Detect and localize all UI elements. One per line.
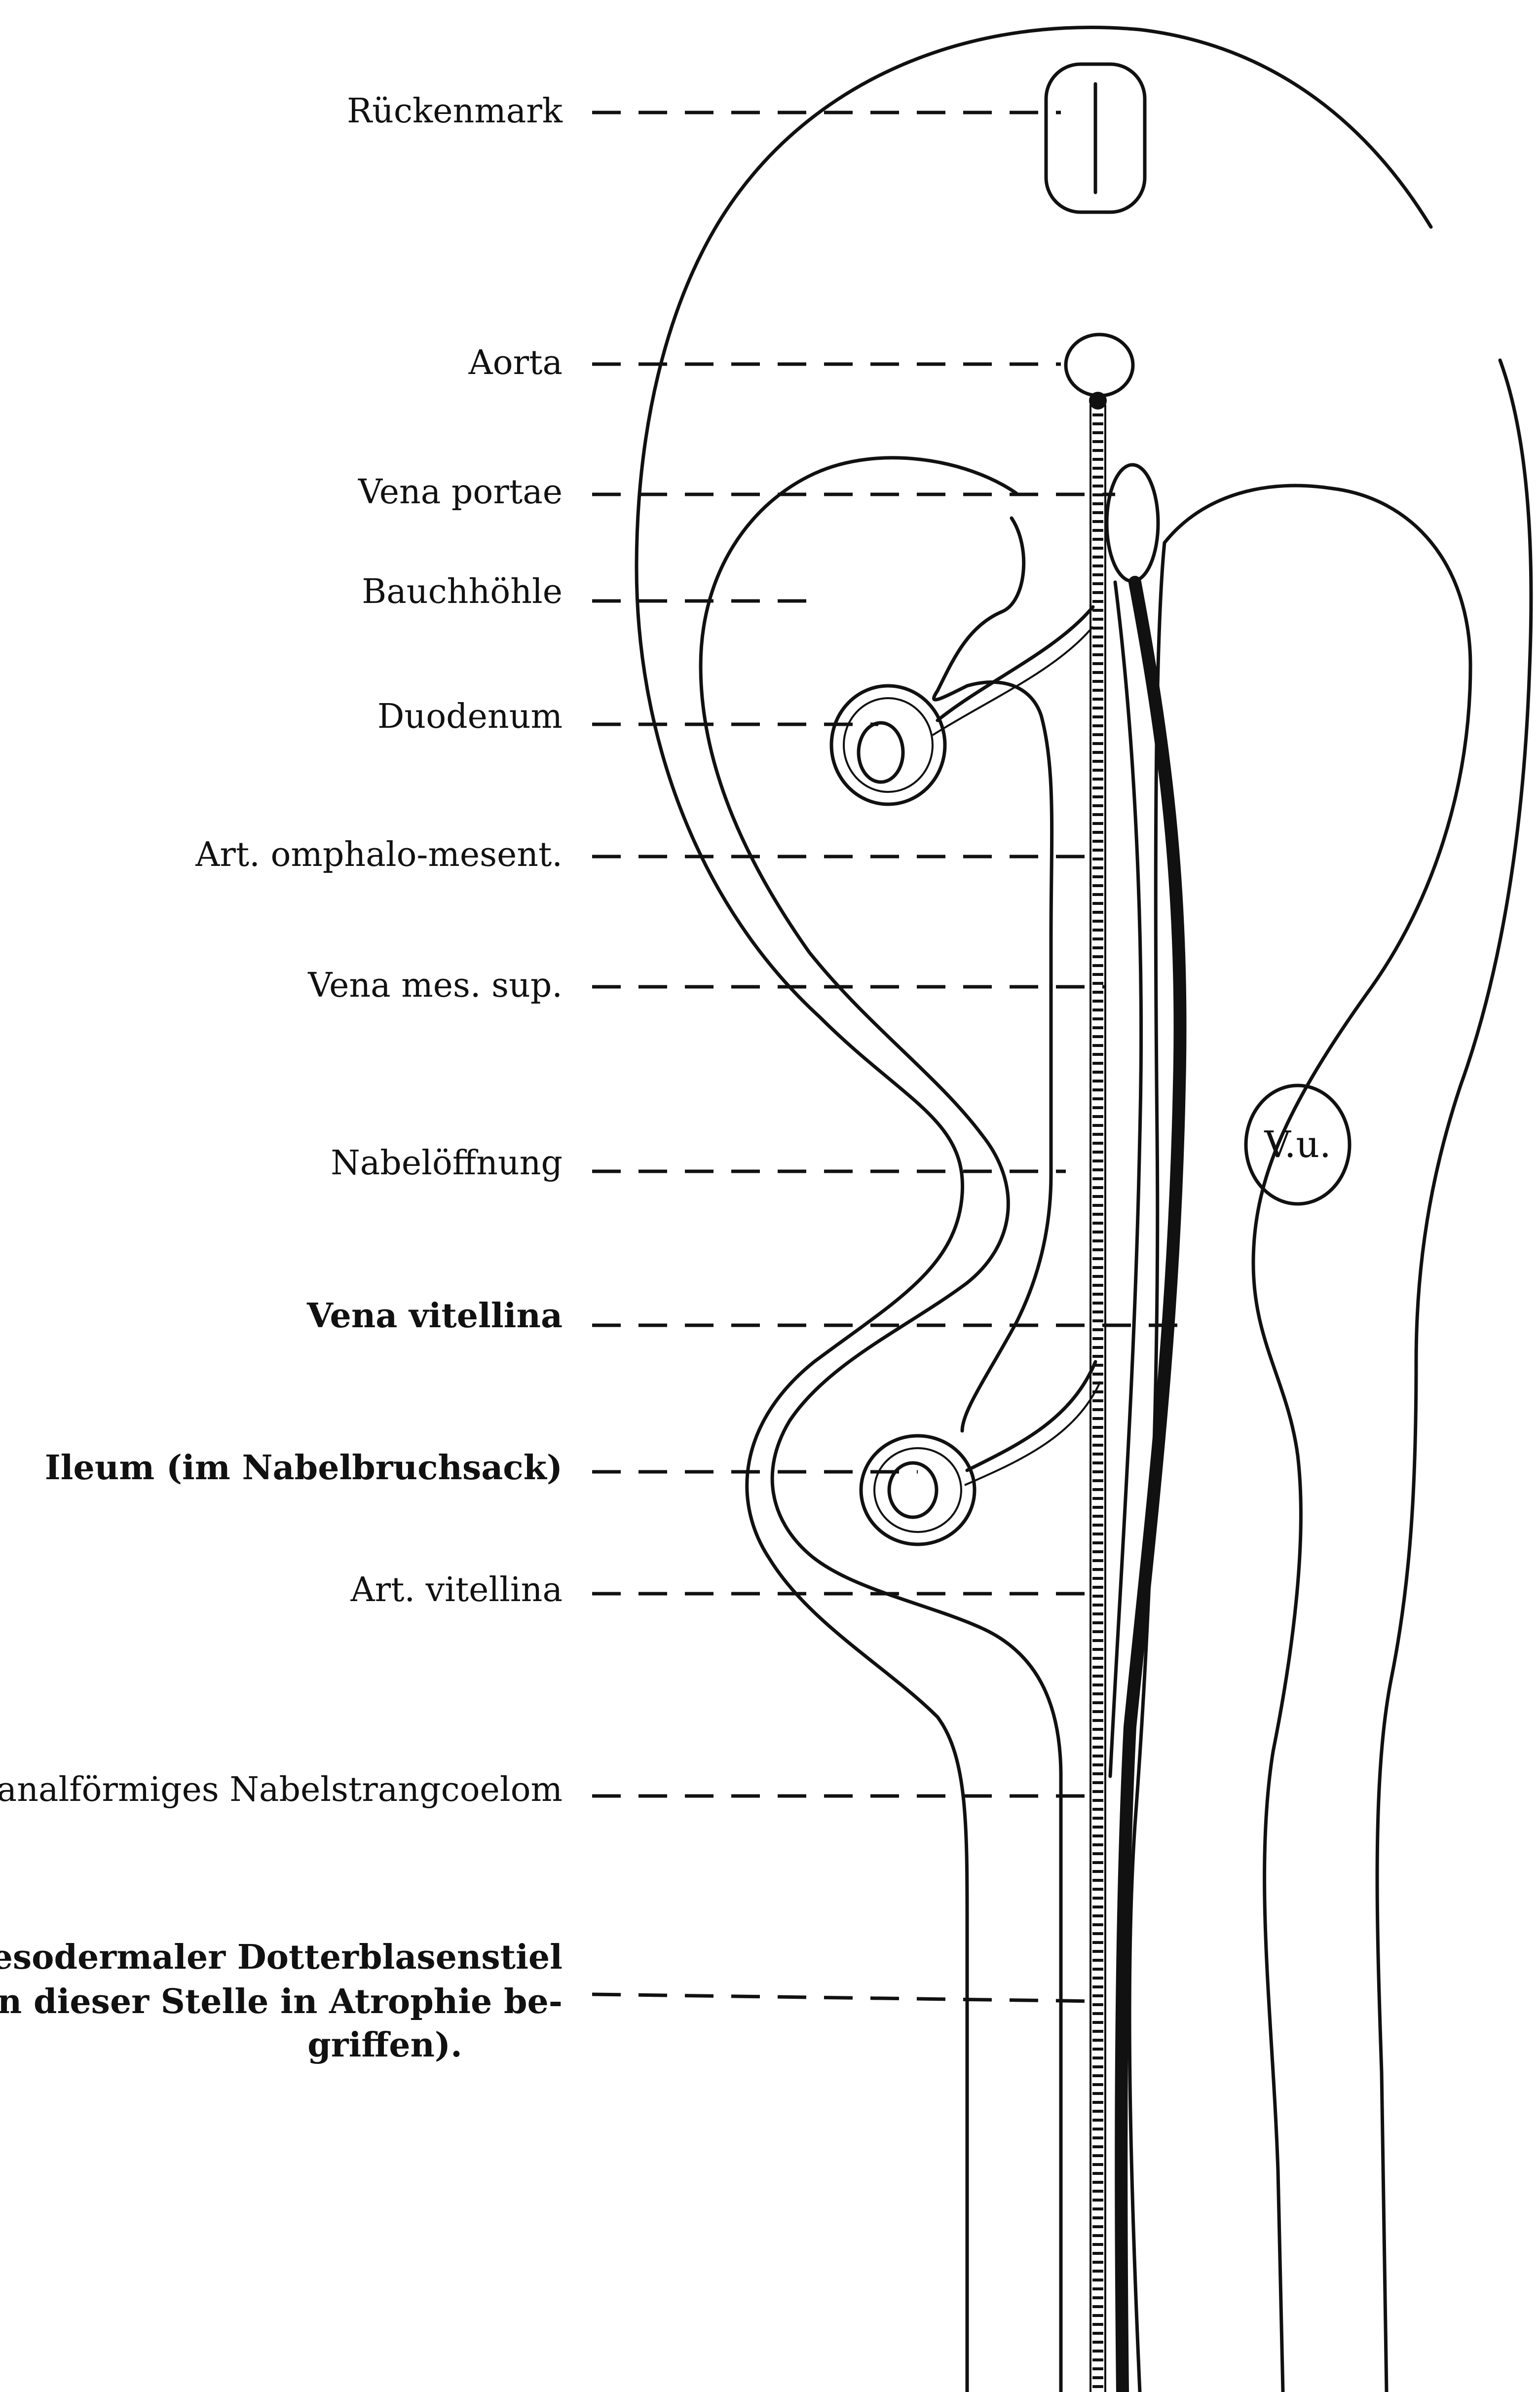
vena-portae-vessel	[1107, 465, 1158, 581]
label-group: Rückenmark Aorta Vena portae Bauchhöhle …	[0, 92, 563, 2065]
label-bauchhoehle: Bauchhöhle	[362, 572, 563, 611]
label-mesoderm-line3: griffen).	[307, 2025, 462, 2065]
ileum-section	[861, 1362, 1100, 1544]
duodenum-mid	[844, 698, 933, 792]
umbilical-vein-label: V.u.	[1264, 1123, 1331, 1166]
label-rueckenmark: Rückenmark	[347, 92, 563, 131]
label-duodenum: Duodenum	[377, 697, 563, 736]
leader-mesoderm	[592, 1994, 1095, 2001]
duodenum-mesentery	[938, 607, 1093, 720]
label-mesoderm-line2: (an dieser Stelle in Atrophie be-	[0, 1982, 563, 2021]
ileum-mid	[874, 1448, 961, 1532]
aorta-vessel	[1066, 335, 1133, 396]
duodenum-outer	[831, 686, 945, 804]
label-aorta: Aorta	[468, 343, 563, 382]
ileum-lumen	[889, 1463, 937, 1517]
left-cavity-wall	[701, 458, 1061, 2392]
anatomy-drawing: V.u.	[637, 27, 1531, 2392]
duodenum-lumen	[859, 723, 903, 782]
body-outline-upper	[637, 27, 1431, 2392]
label-art-vitellina: Art. vitellina	[350, 1570, 563, 1609]
right-cavity-wall	[1164, 486, 1470, 2392]
body-outline-right	[1377, 360, 1531, 2392]
label-art-omphalo-mesent: Art. omphalo-mesent.	[195, 835, 563, 874]
label-nabeloeffnung: Nabelöffnung	[331, 1144, 563, 1183]
label-ileum: Ileum (im Nabelbruchsack)	[45, 1448, 563, 1488]
ileum-outer	[861, 1436, 975, 1544]
label-vena-mes-sup: Vena mes. sup.	[307, 966, 563, 1005]
label-vena-vitellina: Vena vitellina	[306, 1296, 563, 1336]
label-kanalfoermiges-nabelstrangcoelom: Kanalförmiges Nabelstrangcoelom	[0, 1770, 563, 1809]
duodenum-section	[831, 607, 1093, 804]
vitelline-vein-companion	[1110, 582, 1141, 1776]
label-mesodermaler-dotterblasenstiel: Mesodermaler Dotterblasenstiel	[0, 1938, 563, 1977]
label-vena-portae: Vena portae	[358, 473, 563, 512]
duodenum-mesentery-inner	[933, 627, 1093, 735]
